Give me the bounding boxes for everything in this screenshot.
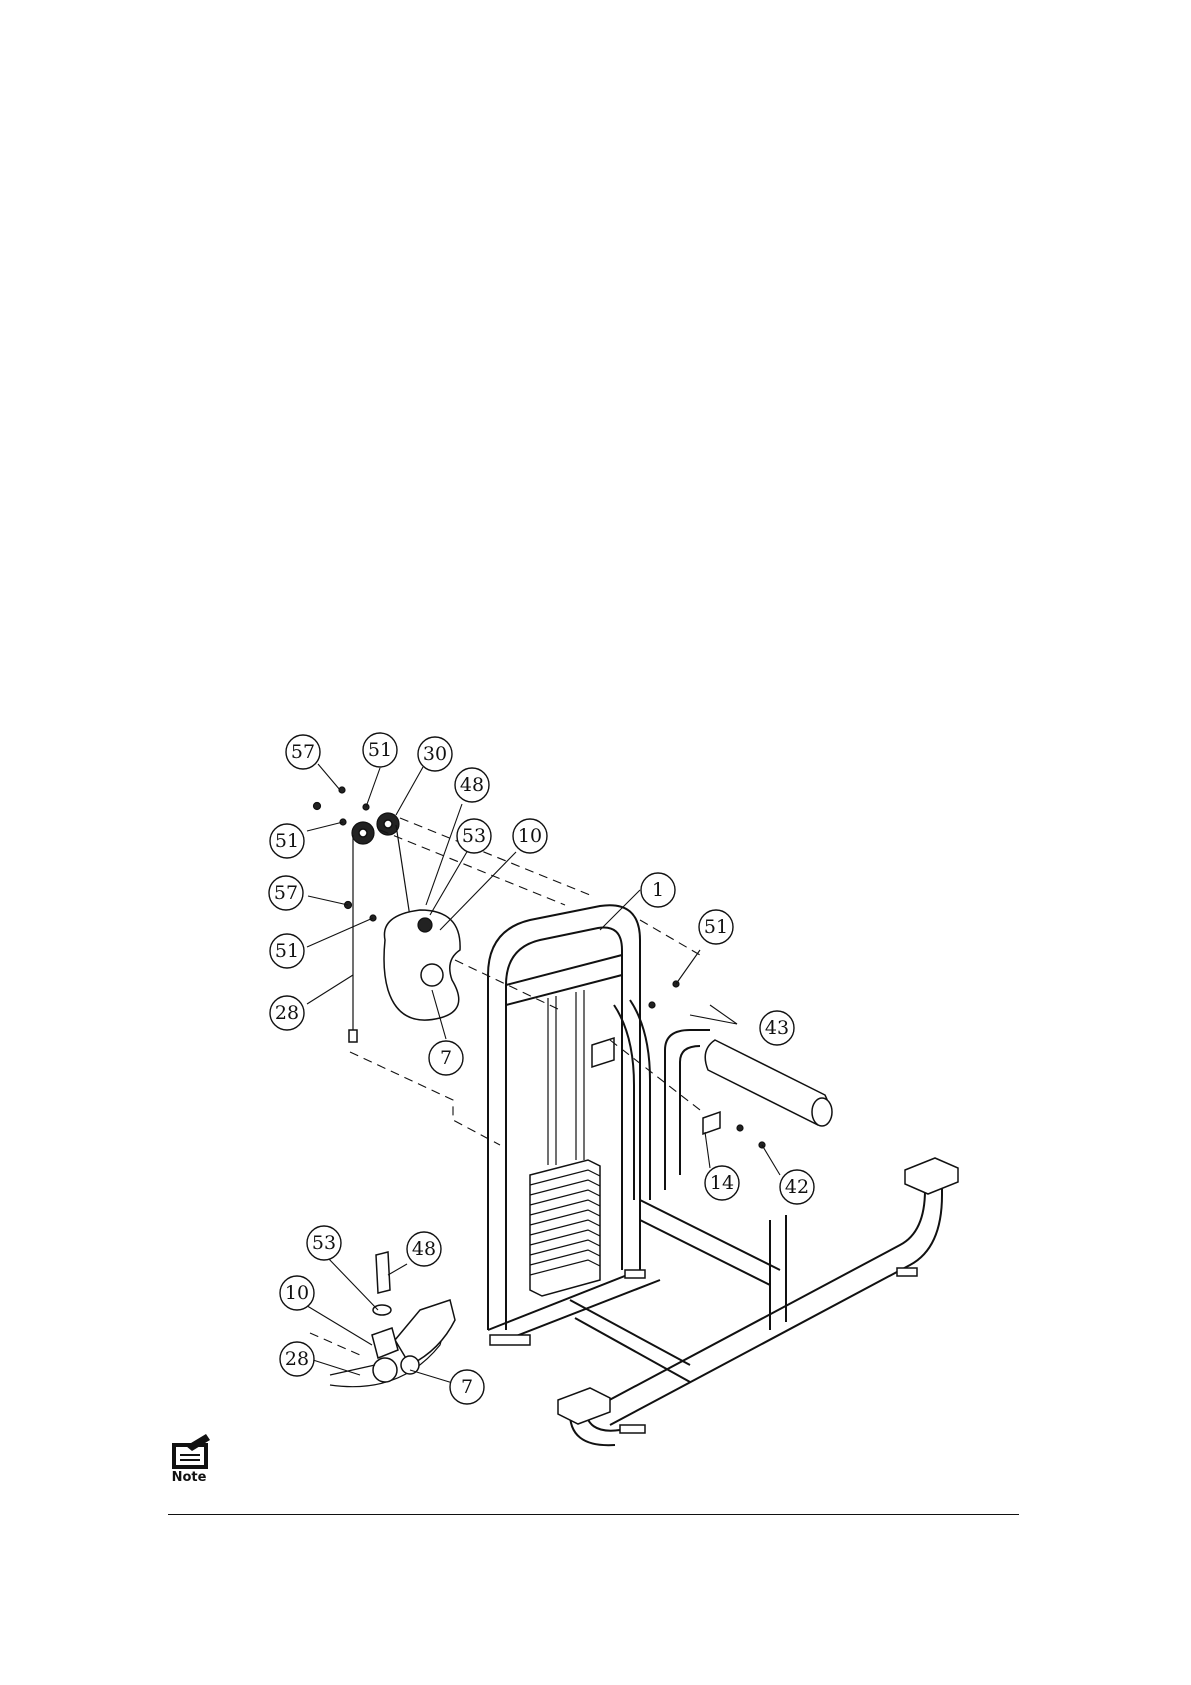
callout-label: 51	[275, 940, 299, 962]
callout-51: 51	[270, 824, 304, 858]
callout-53: 53	[307, 1226, 341, 1260]
callout-57: 57	[269, 876, 303, 910]
callout-label: 53	[312, 1232, 336, 1254]
callout-30: 30	[418, 737, 452, 771]
callout-43: 43	[760, 1011, 794, 1045]
callout-label: 28	[285, 1348, 309, 1370]
callout-7: 7	[429, 1041, 463, 1075]
callout-51: 51	[363, 733, 397, 767]
callout-28: 28	[270, 996, 304, 1030]
callout-label: 51	[704, 916, 728, 938]
callout-53: 53	[457, 819, 491, 853]
callout-label: 51	[368, 739, 392, 761]
callout-48: 48	[455, 768, 489, 802]
callout-label: 7	[461, 1376, 473, 1398]
callout-28: 28	[280, 1342, 314, 1376]
callout-label: 10	[518, 825, 542, 847]
callout-label: 30	[423, 743, 447, 765]
callout-10: 10	[513, 819, 547, 853]
callout-label: 1	[652, 879, 664, 901]
callout-label: 10	[285, 1282, 309, 1304]
callout-51: 51	[270, 934, 304, 968]
callout-label: 48	[460, 774, 484, 796]
callout-label: 7	[440, 1047, 452, 1069]
callout-42: 42	[780, 1170, 814, 1204]
callout-14: 14	[705, 1166, 739, 1200]
callout-1: 1	[641, 873, 675, 907]
callout-10: 10	[280, 1276, 314, 1310]
callout-label: 42	[785, 1176, 809, 1198]
note-icon	[172, 1434, 210, 1469]
callout-label: 48	[412, 1238, 436, 1260]
callout-label: 28	[275, 1002, 299, 1024]
callout-label: 53	[462, 825, 486, 847]
callout-label: 43	[765, 1017, 789, 1039]
callout-label: 57	[274, 882, 298, 904]
callout-label: 51	[275, 830, 299, 852]
divider	[168, 1514, 1019, 1515]
callout-57: 57	[286, 735, 320, 769]
callout-7: 7	[450, 1370, 484, 1404]
callout-label: 14	[710, 1172, 734, 1194]
callout-51: 51	[699, 910, 733, 944]
note-label: Note	[167, 1470, 211, 1485]
callout-48: 48	[407, 1232, 441, 1266]
callout-label: 57	[291, 741, 315, 763]
